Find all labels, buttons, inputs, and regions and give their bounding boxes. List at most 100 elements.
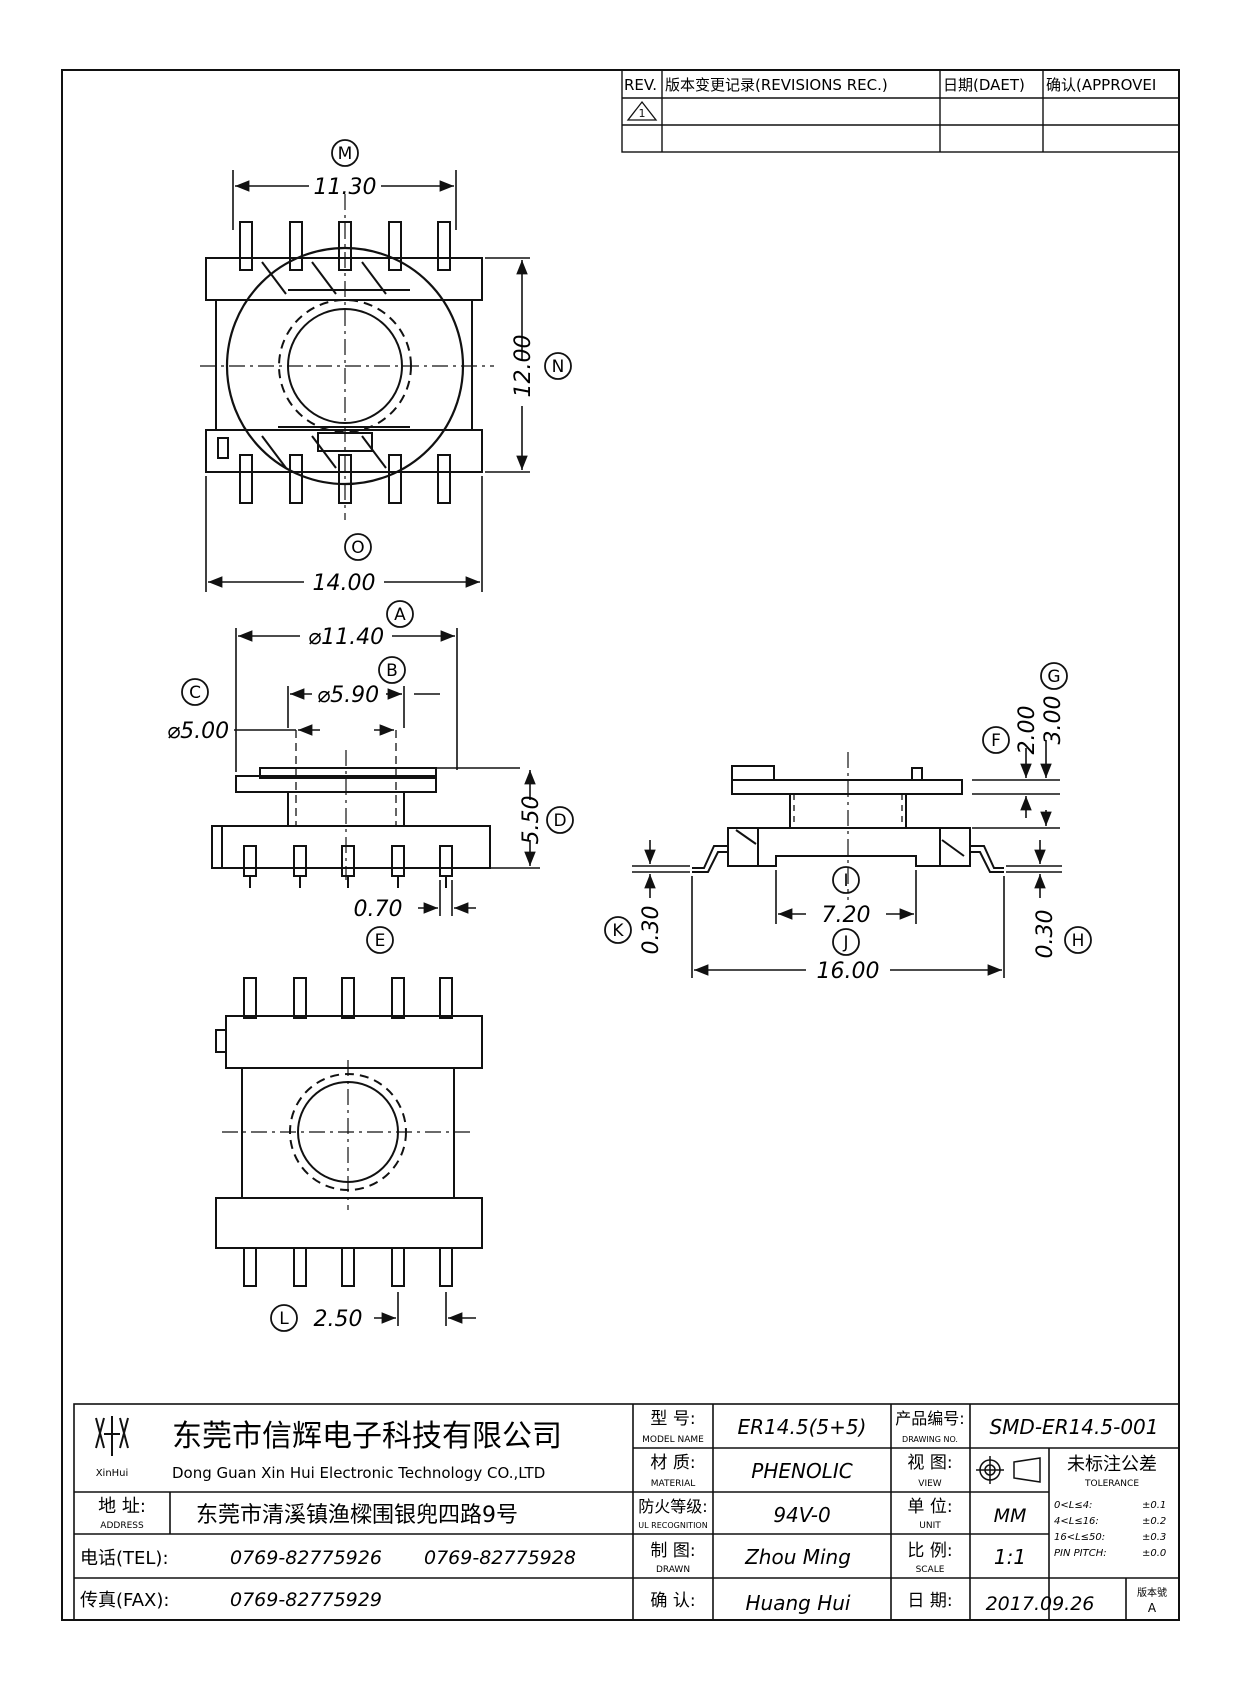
callout-e [366,926,394,954]
dim-diameter-b: ⌀5.90 [317,683,379,708]
address-label: 地 址: [98,1496,146,1517]
dim-pin-width: 0.70 [354,897,403,922]
callout-a [386,600,414,628]
material-label-en: MATERIAL [651,1479,696,1489]
fire-rating-label-en: UL RECOGNITION [638,1521,707,1530]
logo-text: XinHui [96,1468,129,1479]
dim-height-d: 5.50 [519,796,544,845]
view-label-en: VIEW [918,1479,941,1489]
dim-top-width: 11.30 [314,175,377,200]
callout-m-label: M [338,144,353,164]
dim-pin-pitch: 2.50 [314,1307,363,1332]
tolerance-title: 未标注公差 [1067,1454,1157,1475]
dim-top-height: 12.00 [511,335,536,398]
fax-label: 传真(FAX): [80,1590,169,1611]
callout-l [270,1304,298,1332]
callout-k [604,916,632,944]
bottom-view-dimensions [374,1292,476,1326]
callout-m [331,139,359,167]
side-view-dimensions [632,740,1062,978]
model-value: ER14.5(5+5) [738,1415,867,1439]
tolerance-range-2: 4<L≤16: [1054,1516,1099,1527]
dim-side-i: 7.20 [822,903,871,928]
drawing-no-value: SMD-ER14.5-001 [989,1415,1158,1439]
projection-symbol-icon [976,1456,1041,1484]
callout-b-label: B [386,661,398,681]
tolerance-value-2: ±0.2 [1142,1516,1166,1527]
callout-b [378,656,406,684]
model-label: 型 号: [650,1409,695,1429]
top-view [200,194,494,520]
dim-diameter-c: ⌀5.00 [167,719,229,744]
dim-side-f: 2.00 [1015,706,1040,755]
material-value: PHENOLIC [751,1459,852,1483]
svg-text:1: 1 [639,107,646,120]
tel-number-1: 0769-82775926 [230,1547,382,1569]
unit-label-en: UNIT [919,1521,941,1531]
drawing-no-label: 产品编号: [895,1409,964,1428]
callout-n-label: N [552,357,565,377]
warning-triangle-icon [626,100,658,121]
dim-top-base: 14.00 [313,571,376,596]
version-label: 版本號 [1137,1586,1167,1599]
callout-c-label: C [189,683,201,703]
view-label: 视 图: [907,1453,952,1473]
revision-date-header: 日期(DAET) [943,76,1025,94]
callout-n [544,352,572,380]
dim-side-h: 0.30 [1033,910,1058,959]
tel-number-2: 0769-82775928 [424,1547,576,1569]
tel-label: 电话(TEL): [80,1548,169,1569]
dim-side-k: 0.30 [639,906,664,955]
callout-i-label: I [843,871,848,891]
front-view-dimensions [234,628,540,916]
date-label: 日 期: [907,1591,952,1611]
model-label-en: MODEL NAME [642,1435,704,1445]
version-value: A [1148,1601,1157,1615]
sheet-border [61,69,1180,1621]
revision-block: 1 [621,69,1180,153]
drawn-label: 制 图: [650,1541,695,1561]
callout-h [1064,926,1092,954]
title-block-grid [73,1403,1180,1621]
revision-record-header: 版本变更记录(REVISIONS REC.) [665,76,888,94]
dim-diameter-a: ⌀11.40 [308,625,384,650]
front-view [211,730,491,888]
callout-e-label: E [375,931,386,951]
company-name-cn: 东莞市信辉电子科技有限公司 [172,1419,562,1454]
tolerance-title-en: TOLERANCE [1084,1479,1139,1489]
confirm-label: 确 认: [650,1591,695,1611]
callout-a-label: A [394,605,406,625]
address-label-en: ADDRESS [100,1521,144,1531]
scale-label-en: SCALE [916,1565,945,1575]
unit-label: 单 位: [907,1497,952,1517]
drawing-no-label-en: DRAWING NO. [902,1435,958,1444]
callout-g-label: G [1047,667,1060,687]
tolerance-value-4: ±0.0 [1142,1548,1166,1559]
callout-j [832,928,860,956]
callout-k-label: K [612,921,624,941]
revision-rev-header: REV. [624,76,657,94]
tolerance-range-3: 16<L≤50: [1054,1532,1105,1543]
top-view-dimensions [205,170,530,592]
callout-d-label: D [553,811,566,831]
fax-number: 0769-82775929 [230,1589,382,1611]
tolerance-value-3: ±0.3 [1142,1532,1166,1543]
side-view [692,752,1004,900]
callout-j-label: J [842,933,848,953]
callout-h-label: H [1072,931,1085,951]
callout-o-label: O [351,538,364,558]
company-name-en: Dong Guan Xin Hui Electronic Technology … [172,1464,545,1482]
drawn-by-value: Zhou Ming [744,1545,851,1569]
scale-label: 比 例: [907,1541,952,1561]
address-value: 东莞市清溪镇渔樑围银兜四路9号 [196,1503,518,1528]
dim-side-j: 16.00 [817,959,880,984]
tolerance-range-4: PIN PITCH: [1054,1548,1107,1559]
date-value: 2017.09.26 [986,1593,1095,1615]
tolerance-value-1: ±0.1 [1142,1500,1166,1511]
bottom-view [215,977,483,1287]
unit-value: MM [994,1505,1027,1527]
callout-f [982,726,1010,754]
callout-i [832,866,860,894]
callout-o [344,533,372,561]
